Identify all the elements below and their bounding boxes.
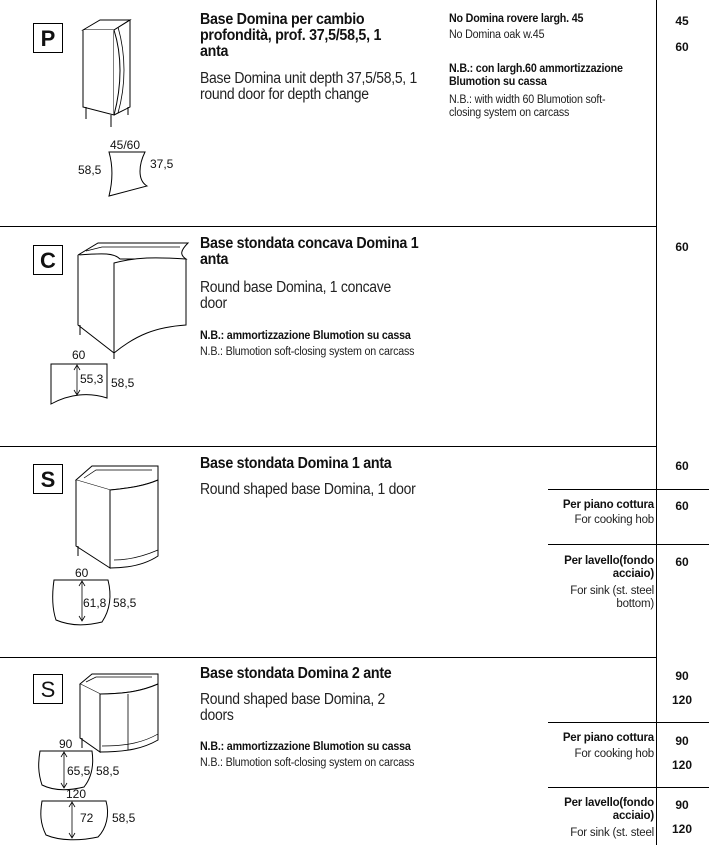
section-divider: [0, 446, 656, 447]
width-value: 60: [675, 459, 689, 473]
plan-dimension-drawing: [52, 579, 111, 626]
dim-top: 120: [66, 787, 87, 801]
note-bold: No Domina rovere largh. 45: [449, 13, 584, 25]
variant-divider: [548, 722, 709, 723]
note-text: N.B.: with width 60 Blumotion soft-closi…: [449, 94, 606, 119]
width-value: 90: [675, 798, 689, 812]
variant-divider: [548, 544, 656, 545]
product-title: Base Domina per cambio profondità, prof.…: [200, 11, 382, 60]
dim-top: 45/60: [110, 138, 141, 152]
dim-top: 60: [75, 566, 89, 580]
section-divider: [0, 657, 656, 658]
variant-divider: [548, 489, 656, 490]
base-unit-drawing: [74, 465, 159, 569]
width-value: 90: [675, 734, 689, 748]
dim-inner: 72: [80, 811, 94, 825]
width-value: 45: [675, 14, 689, 28]
note-bold: N.B.: ammortizzazione Blumotion su cassa: [200, 330, 411, 342]
variant-label-bold: Per lavello(fondo acciaio): [564, 555, 654, 580]
dim-top: 90: [59, 737, 73, 751]
code-badge: P: [33, 23, 63, 53]
dim-right: 37,5: [150, 157, 174, 171]
product-description: Base Domina unit depth 37,5/58,5, 1 roun…: [200, 70, 418, 103]
product-description: Round shaped base Domina, 2 doors: [200, 691, 386, 724]
width-value: 90: [675, 669, 689, 683]
width-value: 60: [675, 555, 689, 569]
base-unit-drawing: [81, 19, 132, 127]
dim-left: 58,5: [78, 163, 102, 177]
product-title: Base stondata concava Domina 1 anta: [200, 235, 419, 268]
plan-dimension-drawing: [108, 151, 149, 197]
dim-inner: 55,3: [80, 372, 104, 386]
variant-label-bold: Per piano cottura: [562, 499, 654, 511]
product-description: Round shaped base Domina, 1 door: [200, 481, 416, 498]
variant-divider: [656, 544, 709, 545]
product-title: Base stondata Domina 1 anta: [200, 455, 392, 472]
width-value: 120: [671, 693, 693, 707]
variant-divider: [656, 489, 709, 490]
note-bold: N.B.: ammortizzazione Blumotion su cassa: [200, 741, 411, 753]
width-value: 120: [671, 822, 693, 836]
plan-dimension-drawing-120: [40, 800, 109, 841]
dim-right: 58,5: [96, 764, 120, 778]
variant-label: For cooking hob: [574, 748, 655, 760]
plan-dimension-drawing-90: [38, 750, 94, 791]
code-badge: S: [33, 464, 63, 494]
code-badge: S: [33, 674, 63, 704]
base-unit-drawing: [79, 673, 159, 753]
dim-inner: 61,8: [83, 596, 107, 610]
dim-right: 58,5: [111, 376, 135, 390]
variant-label: For sink (st. steel: [570, 827, 654, 839]
dim-inner: 65,5: [67, 764, 91, 778]
variant-divider: [548, 787, 709, 788]
code-badge: C: [33, 245, 63, 275]
note-text: N.B.: Blumotion soft-closing system on c…: [200, 757, 415, 769]
base-unit-drawing: [77, 242, 190, 359]
dim-right: 58,5: [112, 811, 136, 825]
product-description: Round base Domina, 1 concave door: [200, 279, 391, 312]
note-bold: N.B.: con largh.60 ammortizzazione Blumo…: [449, 63, 623, 88]
variant-label: For cooking hob: [574, 514, 655, 526]
width-value: 60: [675, 499, 689, 513]
width-value: 60: [675, 240, 689, 254]
variant-label: For sink (st. steel bottom): [570, 585, 654, 610]
section-divider: [0, 226, 656, 227]
variant-label-bold: Per lavello(fondo acciaio): [564, 797, 654, 822]
width-value: 60: [675, 40, 689, 54]
plan-dimension-drawing: [50, 363, 108, 405]
product-title: Base stondata Domina 2 ante: [200, 665, 392, 682]
column-divider: [656, 0, 657, 845]
variant-label-bold: Per piano cottura: [562, 732, 654, 744]
dim-right: 58,5: [113, 596, 137, 610]
note-text: No Domina oak w.45: [449, 29, 545, 41]
note-text: N.B.: Blumotion soft-closing system on c…: [200, 346, 415, 358]
width-value: 120: [671, 758, 693, 772]
dim-top: 60: [72, 348, 86, 362]
